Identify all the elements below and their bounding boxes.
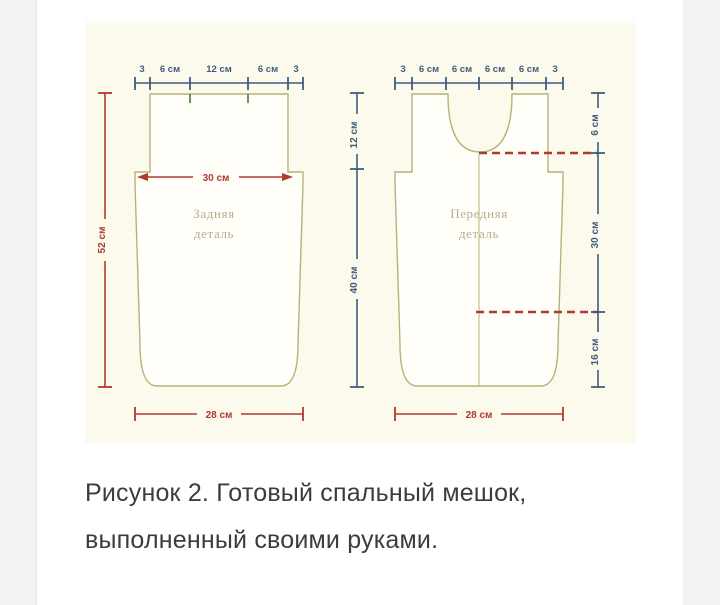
back-width-label: 30 см <box>203 173 230 184</box>
center-vertical-scale: 12 см 40 см <box>349 92 364 388</box>
front-bottom-dimension: 28 см <box>394 406 564 422</box>
center-scale-bottom-label: 40 см <box>349 267 360 294</box>
front-scale-label-4: 6 см <box>519 64 539 75</box>
back-piece-label-line1: Задняя <box>193 206 234 221</box>
caption-line-2: выполненный своими руками. <box>85 526 439 554</box>
right-scale-label-3: 16 см <box>590 339 601 366</box>
back-scale-label-0: 3 <box>139 64 144 75</box>
back-top-scale: 3 6 см 12 см 6 см 3 <box>134 64 304 90</box>
back-width-dimension: 30 см <box>137 170 293 184</box>
back-scale-label-1: 6 см <box>160 64 180 75</box>
back-bottom-dimension: 28 см <box>134 406 304 422</box>
front-piece-group: Передняя деталь 3 6 см 6 см 6 см 6 <box>394 64 598 422</box>
figure-caption: Рисунок 2. Готовый спальный мешок, выпол… <box>85 470 645 564</box>
right-vertical-scale: 6 см 30 см 16 см <box>590 92 605 388</box>
front-scale-label-2: 6 см <box>452 64 472 75</box>
front-bottom-label: 28 см <box>466 410 493 421</box>
back-scale-label-3: 6 см <box>258 64 278 75</box>
front-piece-label-line2: деталь <box>459 226 499 241</box>
sewing-pattern-figure: 30 см Задняя деталь 3 6 см 12 см <box>85 14 636 443</box>
back-height-dimension: 52 см <box>97 92 112 388</box>
front-scale-label-5: 3 <box>552 64 557 75</box>
back-scale-label-2: 12 см <box>206 64 232 75</box>
front-scale-label-3: 6 см <box>485 64 505 75</box>
caption-line-1: Рисунок 2. Готовый спальный мешок, <box>85 479 527 507</box>
article-page: 30 см Задняя деталь 3 6 см 12 см <box>37 0 683 605</box>
back-bottom-label: 28 см <box>206 410 233 421</box>
front-piece-label-line1: Передняя <box>450 206 508 221</box>
back-piece-label-line2: деталь <box>194 226 234 241</box>
pattern-diagram: 30 см Задняя деталь 3 6 см 12 см <box>97 64 605 422</box>
front-scale-label-1: 6 см <box>419 64 439 75</box>
back-scale-label-4: 3 <box>293 64 298 75</box>
front-scale-label-0: 3 <box>400 64 405 75</box>
center-scale-top-label: 12 см <box>349 122 360 149</box>
front-top-scale: 3 6 см 6 см 6 см 6 см 3 <box>394 64 564 90</box>
right-edge-strip <box>682 0 720 605</box>
left-edge-strip <box>0 0 37 605</box>
right-scale-label-2: 30 см <box>590 222 601 249</box>
back-piece-outline <box>134 93 304 387</box>
right-scale-label-1: 6 см <box>590 114 601 135</box>
back-piece-group: 30 см Задняя деталь 3 6 см 12 см <box>97 64 304 422</box>
back-height-label: 52 см <box>97 227 108 254</box>
